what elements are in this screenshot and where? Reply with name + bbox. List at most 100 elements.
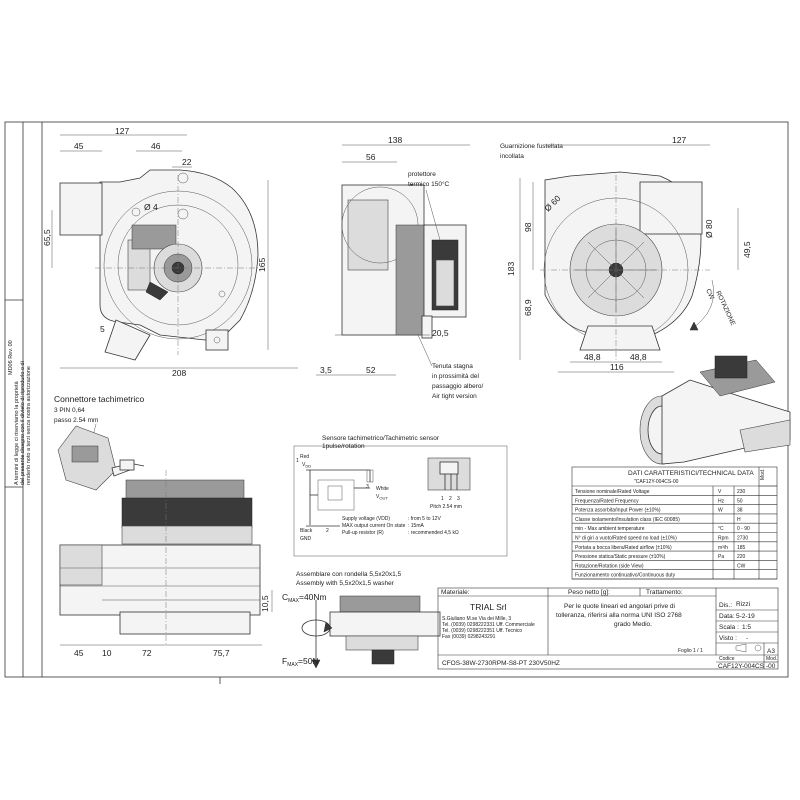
seal-note-line3: passaggio albero/ — [432, 383, 484, 390]
dim-front-65-5: 65,5 — [42, 229, 52, 246]
dim-side-52: 52 — [366, 365, 376, 375]
dim-rear-48-8-left: 48,8 — [584, 352, 601, 362]
copyright-side-note: MD06 Rev. 00 A termini di legge ci riser… — [8, 340, 32, 485]
tech-row-unit: W — [718, 508, 723, 514]
dim-front-height: 165 — [257, 258, 267, 272]
projection-symbol-icon — [735, 643, 762, 653]
tech-row-unit: V — [718, 489, 722, 495]
dim-front-width-top: 127 — [115, 126, 129, 136]
tech-row-label: Portata a bocca libera/Rated airflow (±1… — [575, 545, 672, 551]
scala-value: 1:5 — [742, 624, 751, 631]
title-block: Materiale: Peso netto [g]: Trattamento: … — [437, 587, 779, 670]
dim-bottom-45: 45 — [74, 648, 84, 658]
dim-rear-dia80: Ø 80 — [704, 219, 714, 238]
company-address-2: Tel. (0039) 0298222331 Uff. Commerciale — [442, 622, 535, 628]
codice-label: Codice — [719, 656, 735, 662]
connector-pitch: passo 2.54 mm — [54, 417, 98, 424]
dim-side-3-5: 3,5 — [320, 365, 332, 375]
dim-side-width: 138 — [388, 135, 402, 145]
mod-label: Mod. — [766, 656, 777, 662]
spec-label-pullup: Pull-up resistor (R) — [342, 530, 384, 536]
vout-label: VOUT — [376, 494, 388, 501]
pinout-2: 2 — [449, 496, 452, 502]
gnd-label: GND — [300, 536, 312, 542]
product-description: CFOS-38W-2730RPM-S8-PT 230V50HZ — [442, 660, 560, 667]
tech-row-unit: °C — [718, 526, 724, 532]
dis-label: Dis.: — [719, 602, 732, 609]
trattamento-label: Trattamento: — [646, 589, 683, 596]
dis-value: Rizzi — [736, 601, 750, 608]
front-view: 127 45 46 22 Ø 4 65,5 165 5 208 — [42, 126, 298, 378]
tech-table-mod-header: Mod. — [760, 469, 766, 480]
pinout-3: 3 — [457, 496, 460, 502]
company-address-1: S.Giuliano M.se Via dei Mille, 3 — [442, 616, 511, 622]
tacho-sensor-diagram: Sensore tachimetrico/Tachimetric sensor … — [293, 435, 508, 557]
rotation-direction: CW — [704, 288, 715, 302]
tech-row-label: Rotazione/Rotation (side View) — [575, 563, 644, 569]
dim-rear-68-9: 68,9 — [523, 299, 533, 316]
spec-value-current: : 15mA — [408, 523, 425, 529]
tech-row-value: 2730 — [737, 536, 748, 542]
tech-row-value: H — [737, 517, 741, 523]
sheet-format: A3 — [767, 648, 775, 655]
assembly-note-line2: Assembly with 5,5x20x1,5 washer — [296, 580, 395, 587]
dim-front-hole: Ø 4 — [144, 202, 158, 212]
tech-table-code: "CAF12Y-004CS-00 — [634, 479, 679, 485]
gasket-note-line1: Guarnizione fustellata — [500, 143, 563, 150]
assembly-note-line1: Assemblare con rondella 5,5x20x1,5 — [296, 571, 402, 578]
tacho-connector: Connettore tachimetrico 3 PIN 0,64 passo… — [54, 394, 145, 491]
sensor-title-line2: 1pulse/rotation — [322, 443, 365, 450]
tech-row-label: N° di giri a vuoto/Rated speed no load (… — [575, 536, 677, 542]
tech-row-value: 185 — [737, 545, 746, 551]
legal-note-line3: renderlo noto a terzi senza nostra autor… — [26, 366, 32, 485]
dim-rear-98: 98 — [523, 222, 533, 232]
tech-row-value: 220 — [737, 554, 746, 560]
bottom-view: 45 10 72 75,7 10,5 — [59, 470, 273, 658]
dim-side-20-5: 20,5 — [432, 328, 449, 338]
tech-row-value: 230 — [737, 489, 746, 495]
dim-rear-48-8-right: 48,8 — [630, 352, 647, 362]
tech-row-unit: Rpm — [718, 536, 729, 542]
gasket-note-line2: incollata — [500, 153, 524, 160]
assembly-detail: Assemblare con rondella 5,5x20x1,5 Assem… — [282, 571, 441, 669]
rear-view: Guarnizione fustellata incollata 127 Ø 6… — [500, 135, 752, 373]
spec-label-current: MAX output current On state — [342, 523, 406, 529]
tech-row-value: 50 — [737, 498, 743, 504]
form-code: MD06 Rev. 00 — [8, 340, 14, 375]
dim-rear-116: 116 — [610, 362, 624, 372]
connector-pins: 3 PIN 0,64 — [54, 407, 85, 414]
visto-value: - — [746, 635, 748, 642]
wire-black: Black — [300, 528, 313, 534]
pinout-1: 1 — [441, 496, 444, 502]
data-value: 5-2-19 — [736, 613, 755, 620]
tech-row-label: Funzionamento continuativo/Continuous du… — [575, 573, 676, 579]
sheet-number: Foglio 1 / 1 — [678, 648, 703, 654]
scala-label: Scala : — [719, 624, 739, 631]
dim-rear-width: 127 — [672, 135, 686, 145]
tech-row-value: CW — [737, 563, 746, 569]
tech-row-label: Classe isolamento/Insulation class (IEC … — [575, 517, 680, 523]
tech-row-value: 0 - 90 — [737, 526, 750, 532]
isometric-view — [639, 355, 791, 465]
rotation-label: ROTAZIONE — [714, 290, 736, 327]
legal-note-line1: A termini di legge ci riserviamo la prop… — [14, 380, 20, 485]
connector-title: Connettore tachimetrico — [54, 394, 145, 404]
tolerance-note-1: Per le quote lineari ed angolari prive d… — [564, 603, 675, 610]
tech-table-title: DATI CARATTERISTICI/TECHNICAL DATA — [628, 470, 754, 477]
tech-row-label: Tensione nominale/Rated Voltage — [575, 489, 650, 495]
vdd-label: VDD — [302, 462, 311, 469]
tech-row-unit: Pa — [718, 554, 724, 560]
dim-rear-height: 183 — [506, 262, 516, 276]
tech-row-unit: m³/h — [718, 545, 728, 551]
pin-vdd: 1 — [296, 458, 299, 464]
cmax-label: CMAX=40Nm — [282, 592, 327, 604]
dim-bottom-10: 10 — [102, 648, 112, 658]
pin-out: 3 — [366, 484, 369, 490]
dim-front-5: 5 — [100, 324, 105, 334]
visto-label: Visto : — [719, 635, 737, 642]
seal-note-line1: Tenuta stagna — [432, 363, 473, 370]
dim-bottom-10-5: 10,5 — [260, 595, 270, 612]
seal-note-line2: in prossimità del — [432, 373, 480, 380]
protector-note-line1: protettore — [408, 171, 436, 178]
